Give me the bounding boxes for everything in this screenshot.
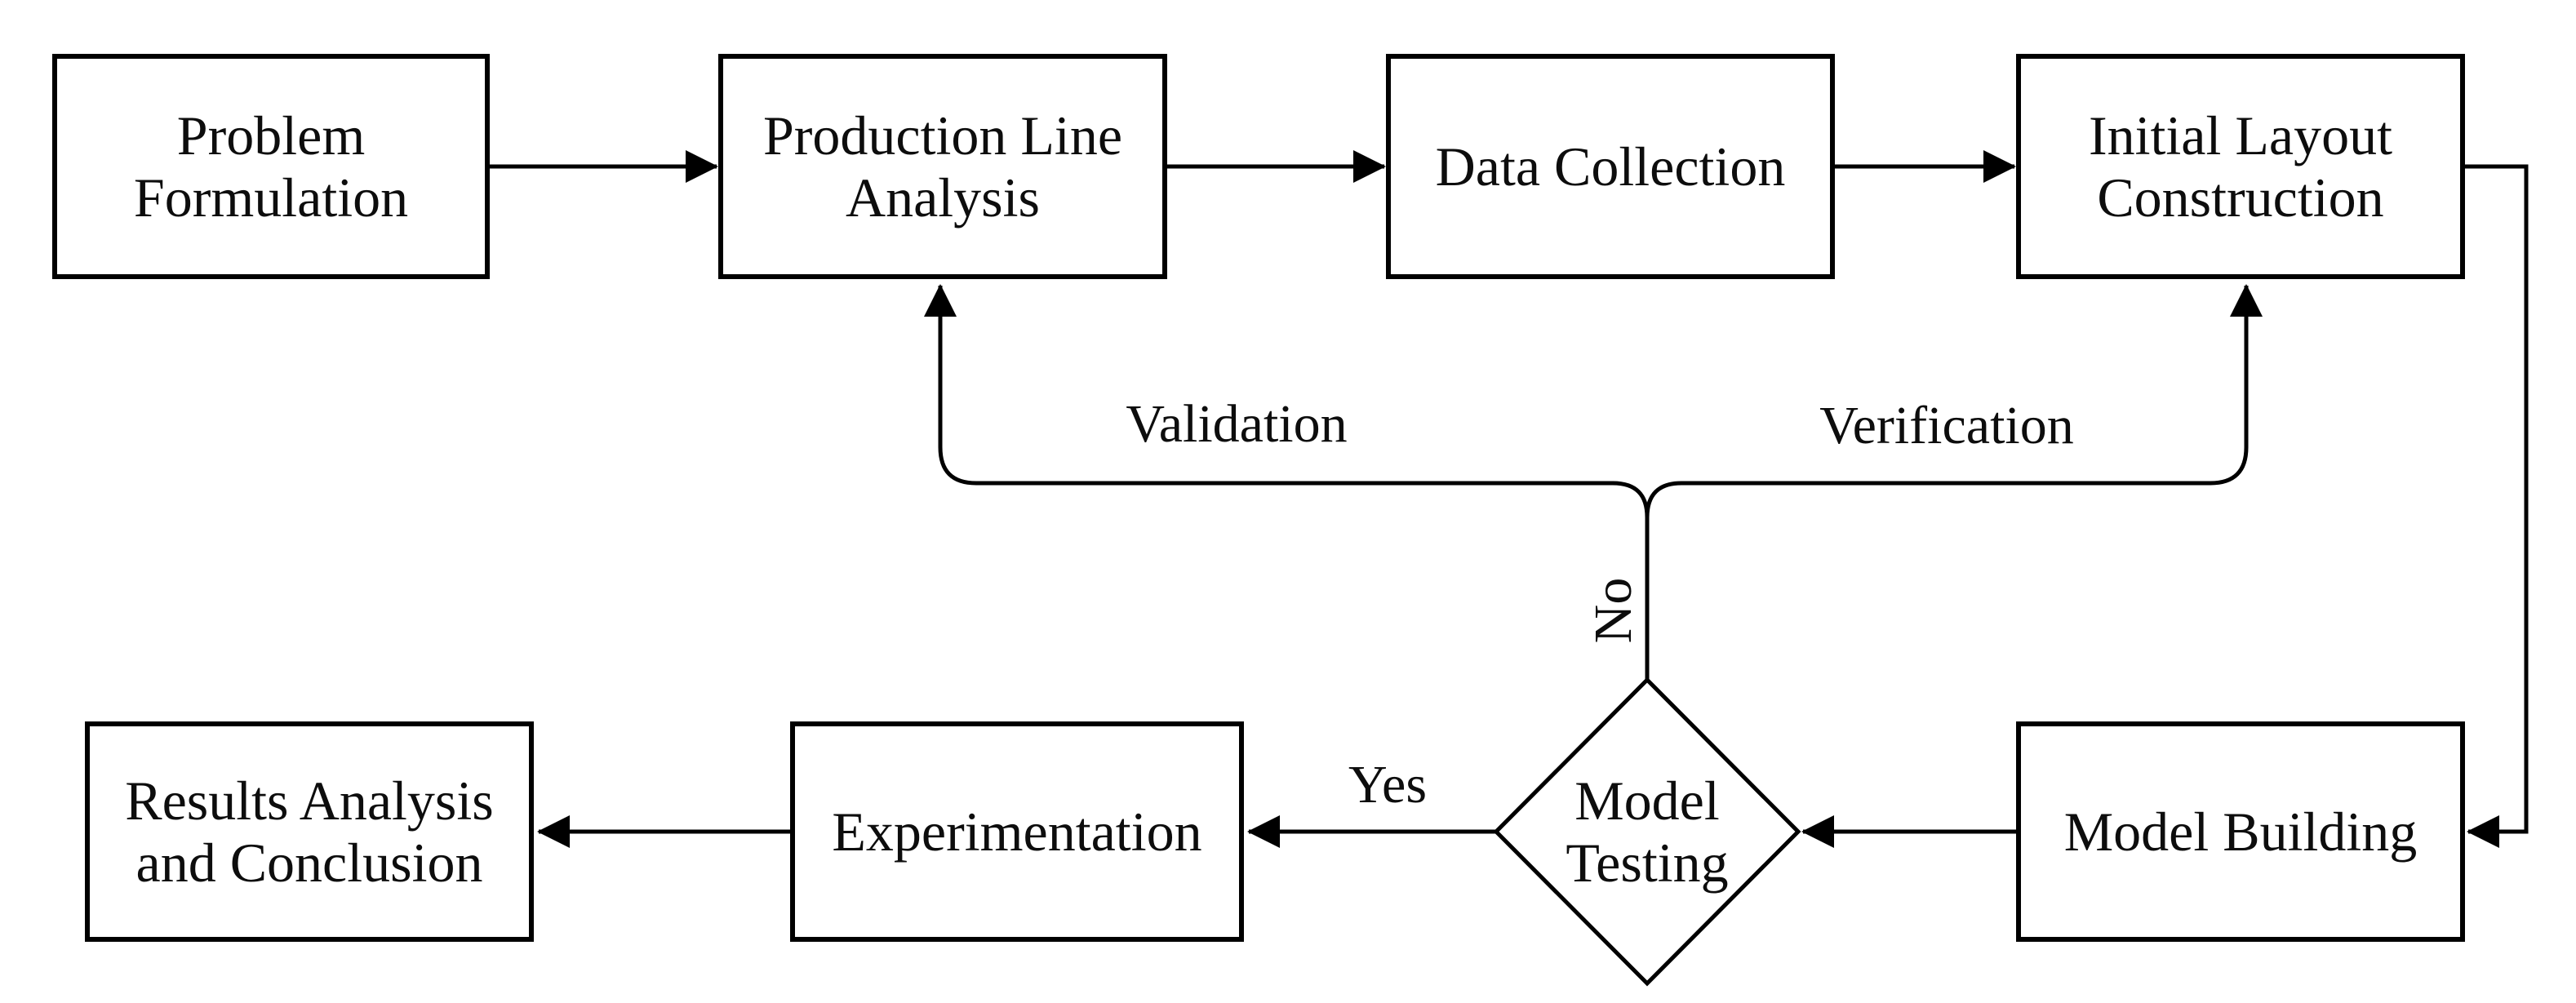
node-experimentation: Experimentation bbox=[790, 721, 1244, 942]
node-data-collection-label: Data Collection bbox=[1435, 135, 1786, 197]
node-data-collection: Data Collection bbox=[1386, 54, 1835, 279]
node-results-analysis-and-conclusion-label: Results Analysis and Conclusion bbox=[125, 769, 494, 894]
edge-label-yes: Yes bbox=[1348, 755, 1428, 814]
node-experimentation-label: Experimentation bbox=[832, 800, 1202, 863]
node-production-line-analysis: Production Line Analysis bbox=[718, 54, 1167, 279]
edge-initial-layout-construction-to-model-building bbox=[2465, 164, 2529, 848]
edge-label-verification: Verification bbox=[1819, 396, 2074, 455]
edge-model-testing-no-verification-to-initial-layout-construction bbox=[1645, 284, 2263, 518]
node-initial-layout-construction-label: Initial Layout Construction bbox=[2088, 104, 2392, 229]
node-problem-formulation: Problem Formulation bbox=[52, 54, 490, 279]
node-model-building-label: Model Building bbox=[2063, 800, 2418, 863]
decision-diamond-model-testing bbox=[1493, 677, 1801, 987]
edge-label-no: No bbox=[1583, 577, 1643, 644]
edge-model-testing-no-validation-to-production-line-analysis bbox=[924, 284, 1650, 681]
node-model-testing: Model Testing bbox=[1504, 730, 1790, 934]
node-results-analysis-and-conclusion: Results Analysis and Conclusion bbox=[85, 721, 534, 942]
node-problem-formulation-label: Problem Formulation bbox=[133, 104, 409, 229]
edge-label-validation: Validation bbox=[1126, 394, 1348, 454]
node-production-line-analysis-label: Production Line Analysis bbox=[762, 104, 1123, 229]
node-initial-layout-construction: Initial Layout Construction bbox=[2016, 54, 2465, 279]
node-model-building: Model Building bbox=[2016, 721, 2465, 942]
node-model-testing-label: Model Testing bbox=[1566, 769, 1729, 894]
